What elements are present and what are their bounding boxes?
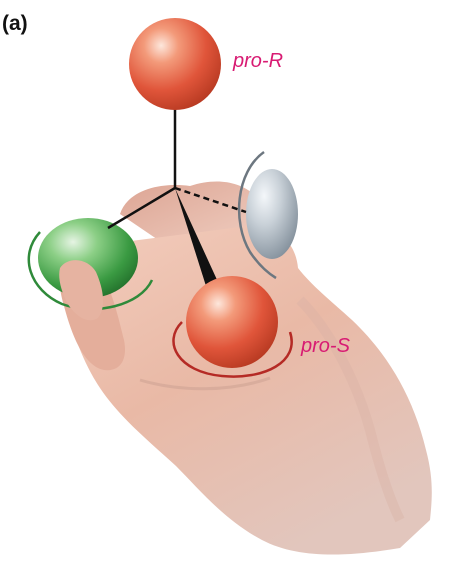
red-rotation-arc [172,321,293,378]
red-ball-top [129,18,221,110]
green-rotation-arc [27,231,154,311]
panel-label: (a) [2,12,28,35]
palm [63,226,432,555]
gray-ball [246,169,298,259]
bond-wedge [175,188,218,286]
red-ball-bottom [186,276,278,368]
palm-crease [139,376,271,391]
bond-left [107,186,176,230]
pro-s-label: pro-S [300,335,351,357]
bonds [107,108,247,286]
gray-substituent [237,150,298,280]
pro-r-label: pro-R [232,50,283,72]
pro-s-substituent [172,276,293,378]
thumb-front [59,260,104,321]
bond-dashed-right [174,186,247,214]
pro-r-substituent [129,18,221,110]
gray-rotation-arc [237,150,277,280]
palm-shadow [296,296,405,523]
